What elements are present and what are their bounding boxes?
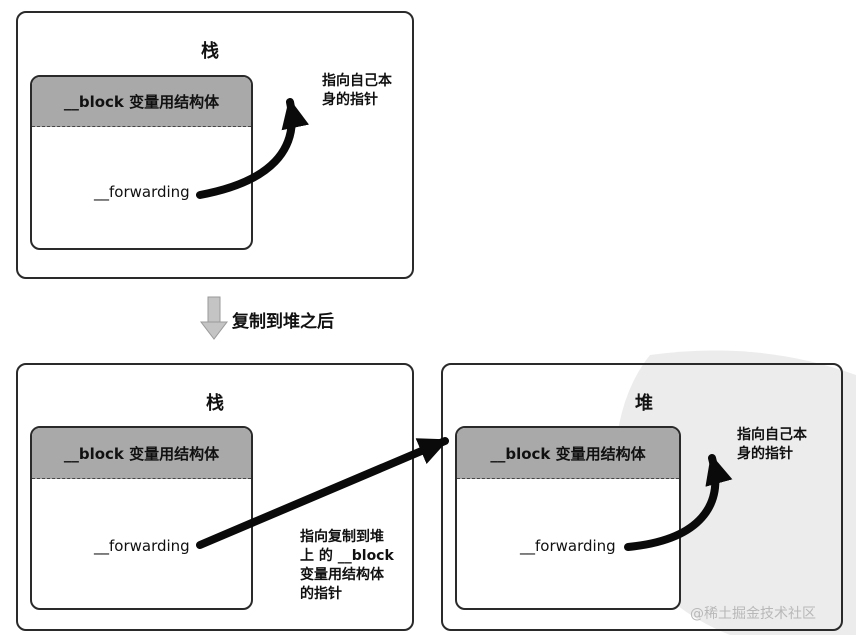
watermark-text: @稀土掘金技术社区 [690, 606, 816, 622]
step-label: 复制到堆之后 [232, 312, 334, 332]
block-struct-header: __block 变量用结构体 [32, 77, 251, 127]
block-struct-header: __block 变量用结构体 [32, 428, 251, 479]
block-struct-heap: __block 变量用结构体 [455, 426, 681, 610]
heap-title: 堆 [635, 393, 653, 414]
heap-pointer-note: 指向复制到堆 上 的 __block 变量用结构体 的指针 [300, 529, 394, 602]
block-struct-top: __block 变量用结构体 [30, 75, 253, 250]
forwarding-field-heap: __forwarding [520, 537, 616, 555]
forwarding-field-top: __forwarding [94, 183, 190, 201]
block-struct-bottom-left: __block 变量用结构体 [30, 426, 253, 610]
stack-title-bottom: 栈 [206, 393, 224, 414]
self-pointer-note-top: 指向自己本 身的指针 [322, 73, 392, 108]
forwarding-field-bottom-left: __forwarding [94, 537, 190, 555]
stack-title-top: 栈 [201, 41, 219, 62]
block-struct-header: __block 变量用结构体 [457, 428, 679, 479]
self-pointer-note-heap: 指向自己本 身的指针 [737, 427, 807, 462]
